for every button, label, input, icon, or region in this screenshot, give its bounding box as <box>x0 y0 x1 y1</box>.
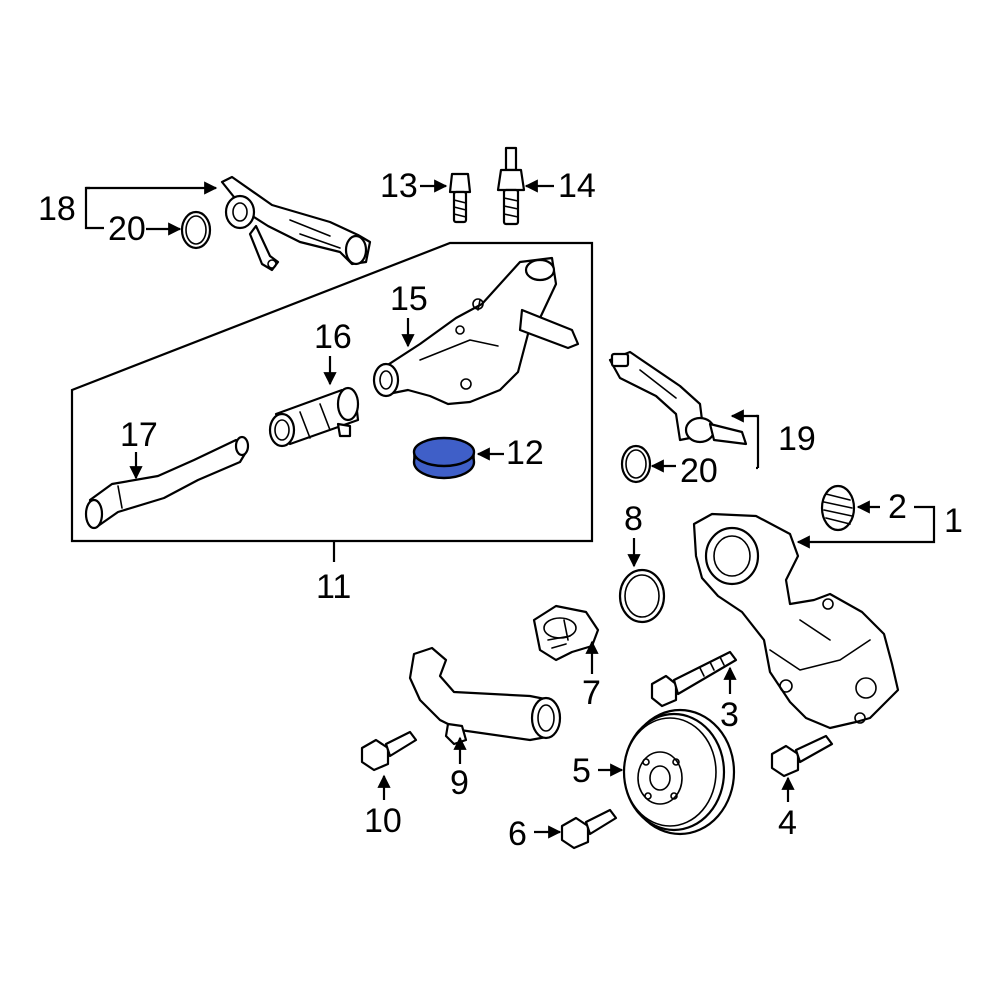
part-12-gasket[interactable] <box>412 436 476 480</box>
callout-15: 15 <box>390 280 428 318</box>
part-15-thermostat-housing[interactable] <box>372 256 580 406</box>
part-18-coolant-tube[interactable] <box>220 175 372 272</box>
part-5-pulley[interactable] <box>622 708 736 836</box>
callout-3: 3 <box>720 696 739 734</box>
callout-4: 4 <box>778 804 797 842</box>
callout-9: 9 <box>450 764 469 802</box>
callout-17: 17 <box>120 416 158 454</box>
part-19-coolant-tube[interactable] <box>608 350 748 446</box>
callout-16: 16 <box>314 318 352 356</box>
part-20-o-ring-upper[interactable] <box>180 210 212 250</box>
part-9-outlet-pipe[interactable] <box>408 646 562 746</box>
part-3-bolt[interactable] <box>650 650 738 708</box>
callout-2: 2 <box>888 488 907 526</box>
callout-5: 5 <box>572 752 591 790</box>
callout-7: 7 <box>582 674 601 712</box>
callout-20-upper: 20 <box>108 210 146 248</box>
part-10-bolt[interactable] <box>360 730 418 772</box>
part-1-water-pump[interactable] <box>692 512 900 730</box>
part-20-o-ring-lower[interactable] <box>620 444 652 484</box>
callout-1: 1 <box>944 502 963 540</box>
part-16-hose-coupling[interactable] <box>268 386 360 448</box>
callout-10: 10 <box>364 802 402 840</box>
callout-8: 8 <box>624 500 643 538</box>
callout-12: 12 <box>506 434 544 472</box>
callout-labels: 18 20 13 14 15 16 17 12 19 20 2 1 8 11 7… <box>38 167 963 853</box>
callout-19: 19 <box>778 420 816 458</box>
part-6-bolt[interactable] <box>560 808 618 850</box>
part-14-stud[interactable] <box>496 146 526 226</box>
callout-13: 13 <box>380 167 418 205</box>
callout-20-lower: 20 <box>680 452 718 490</box>
callout-6: 6 <box>508 815 527 853</box>
callout-14: 14 <box>558 167 596 205</box>
part-17-hose[interactable] <box>84 435 250 530</box>
callout-11: 11 <box>316 568 351 606</box>
part-4-bolt[interactable] <box>770 734 834 778</box>
part-13-bolt[interactable] <box>448 172 472 224</box>
callout-18: 18 <box>38 190 76 228</box>
part-7-thermostat[interactable] <box>532 604 600 662</box>
assembly-11-frame <box>70 241 594 543</box>
leader-lines <box>84 179 936 839</box>
part-2-spring[interactable] <box>820 484 856 532</box>
part-8-o-ring[interactable] <box>618 568 666 624</box>
